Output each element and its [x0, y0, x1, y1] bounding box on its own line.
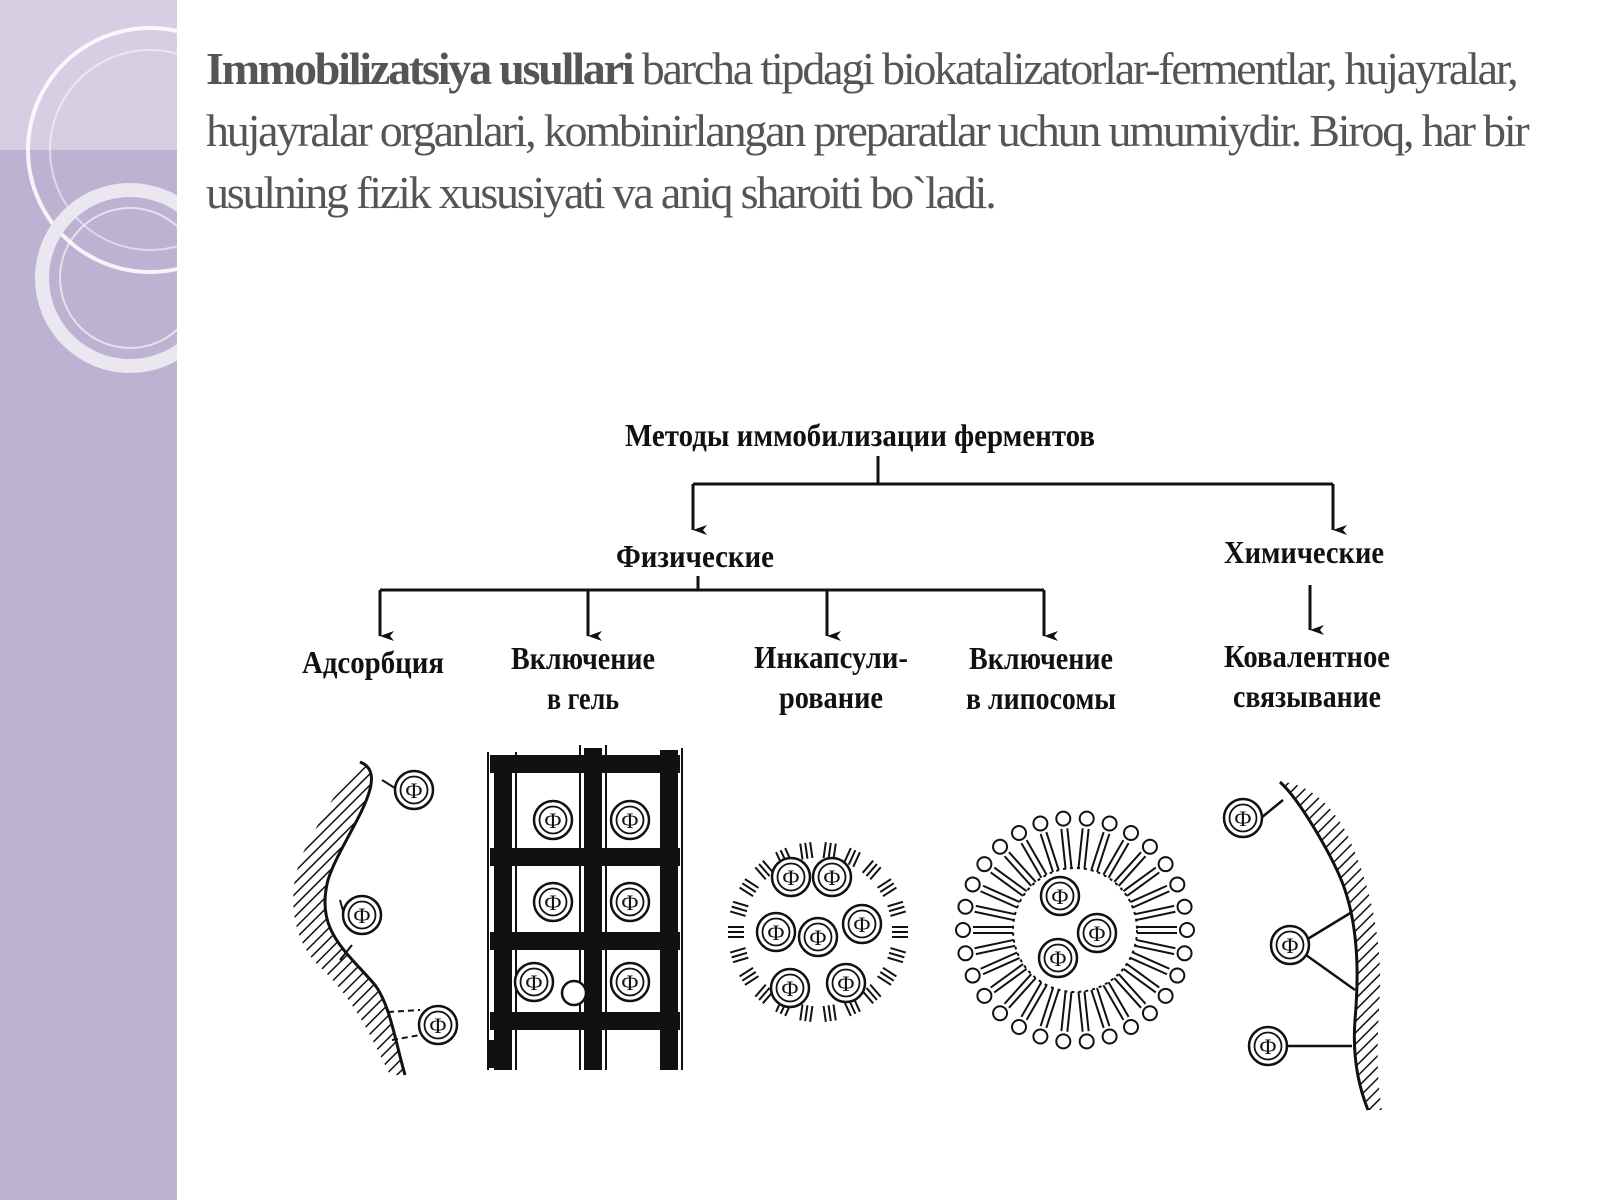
- membrane-segment: [799, 1004, 814, 1022]
- enzyme-symbol: Ф: [823, 865, 840, 890]
- enzyme-symbol: Ф: [544, 808, 561, 833]
- membrane-segment: [739, 966, 759, 986]
- immobilization-methods-diagram: Методы иммобилизации ферментов Физически…: [293, 417, 1390, 1111]
- enzyme-symbol: Ф: [1051, 884, 1068, 909]
- lipid-molecule: [1011, 981, 1048, 1035]
- enzyme-symbol: Ф: [837, 971, 854, 996]
- membrane-segment: [887, 947, 907, 964]
- enzyme-symbol: Ф: [621, 970, 638, 995]
- lipid-molecule: [1134, 938, 1193, 962]
- lipid-molecule: [1130, 876, 1186, 909]
- lipid-molecule: [1137, 922, 1195, 938]
- enzyme-symbol: Ф: [1234, 806, 1251, 831]
- method-label-adsorption: Адсорбция: [302, 644, 444, 680]
- enzyme-symbol: Ф: [621, 808, 638, 833]
- method-label-encapsulation-line1: Инкапсули-: [754, 639, 908, 675]
- covalent-binding-illustration: [1222, 780, 1382, 1111]
- enzyme-symbol: Ф: [853, 912, 870, 937]
- heading-rest: barcha tipdagi biokatalizatorlar-ferment…: [206, 43, 1530, 218]
- heading-bold: Immobilizatsiya usullari: [206, 43, 635, 94]
- enzyme-symbol: Ф: [767, 920, 784, 945]
- lipid-molecule: [964, 876, 1020, 909]
- method-label-gel-line2: в гель: [547, 680, 619, 716]
- membrane-segment: [877, 878, 897, 898]
- lipid-molecule: [976, 856, 1028, 897]
- enzyme-symbol: Ф: [525, 970, 542, 995]
- method-label-covalent-line2: связывание: [1233, 678, 1381, 714]
- lipid-molecule: [992, 973, 1037, 1022]
- enzyme-symbol: Ф: [621, 890, 638, 915]
- lipid-molecule: [1077, 991, 1095, 1050]
- lipid-molecule: [1122, 856, 1174, 897]
- enzyme-symbol: Ф: [429, 1013, 446, 1038]
- membrane-segment: [892, 926, 908, 938]
- lipid-molecule: [1055, 810, 1073, 869]
- membrane-segment: [729, 900, 749, 917]
- membrane-segment: [887, 900, 907, 917]
- lipid-molecule: [1011, 825, 1048, 879]
- lipid-molecule: [992, 838, 1037, 887]
- method-label-liposomes-line1: Включение: [969, 640, 1113, 676]
- enzyme-symbol: Ф: [544, 890, 561, 915]
- lipid-molecule: [1113, 973, 1158, 1022]
- lipid-molecule: [1032, 815, 1060, 873]
- lipid-molecule: [1134, 898, 1193, 922]
- lipid-molecule: [1090, 815, 1118, 873]
- lipid-molecule: [957, 898, 1016, 922]
- enzyme-symbol: Ф: [781, 976, 798, 1001]
- lipid-molecule: [1113, 838, 1158, 887]
- method-label-covalent-line1: Ковалентное: [1224, 638, 1390, 674]
- enzyme-symbol: Ф: [782, 865, 799, 890]
- lipid-molecule: [1130, 951, 1186, 984]
- lipid-molecule: [1122, 963, 1174, 1004]
- encapsulation-illustration: [728, 842, 908, 1022]
- lipid-molecule: [1102, 981, 1139, 1035]
- method-label-liposomes-line2: в липосомы: [966, 680, 1116, 716]
- lipid-molecule: [976, 963, 1028, 1004]
- lipid-molecule: [957, 938, 1016, 962]
- chemical-label: Химические: [1224, 534, 1384, 570]
- membrane-segment: [843, 847, 861, 868]
- membrane-segment: [754, 860, 775, 881]
- membrane-segment: [861, 860, 882, 881]
- enzyme-symbol: Ф: [1281, 933, 1298, 958]
- enzyme-symbol: Ф: [353, 903, 370, 928]
- membrane-segment: [861, 983, 882, 1004]
- lipid-molecule: [1102, 825, 1139, 879]
- membrane-segment: [728, 926, 744, 938]
- membrane-segment: [822, 842, 837, 860]
- method-label-gel-line1: Включение: [511, 640, 655, 676]
- enzyme-symbol: Ф: [1259, 1034, 1276, 1059]
- lipid-molecule: [1077, 810, 1095, 869]
- root-label: Методы иммобилизации ферментов: [625, 417, 1095, 453]
- membrane-segment: [799, 842, 814, 860]
- enzyme-symbol: Ф: [809, 925, 826, 950]
- enzyme-symbol: Ф: [405, 778, 422, 803]
- physical-label: Физические: [616, 538, 774, 574]
- lipid-molecule: [964, 951, 1020, 984]
- enzyme-symbol: Ф: [1088, 921, 1105, 946]
- liposome-inner-boundary: [1012, 867, 1138, 993]
- membrane-segment: [729, 947, 749, 964]
- lipid-molecule: [955, 922, 1013, 938]
- tree-connectors: [378, 456, 1347, 641]
- slide-heading: Immobilizatsiya usullari barcha tipdagi …: [206, 38, 1536, 250]
- gel-inclusion-illustration: [487, 745, 683, 1070]
- lipid-molecule: [1090, 987, 1118, 1045]
- membrane-segment: [739, 878, 759, 898]
- adsorption-illustration: [293, 760, 459, 1076]
- lipid-molecule: [1055, 991, 1073, 1050]
- membrane-segment: [822, 1004, 837, 1022]
- membrane-segment: [877, 966, 897, 986]
- lipid-molecule: [1032, 987, 1060, 1045]
- sidebar-decoration: [0, 0, 177, 1200]
- enzyme-symbol: Ф: [1049, 946, 1066, 971]
- method-label-encapsulation-line2: рование: [779, 679, 883, 715]
- liposome-illustration: [955, 810, 1195, 1050]
